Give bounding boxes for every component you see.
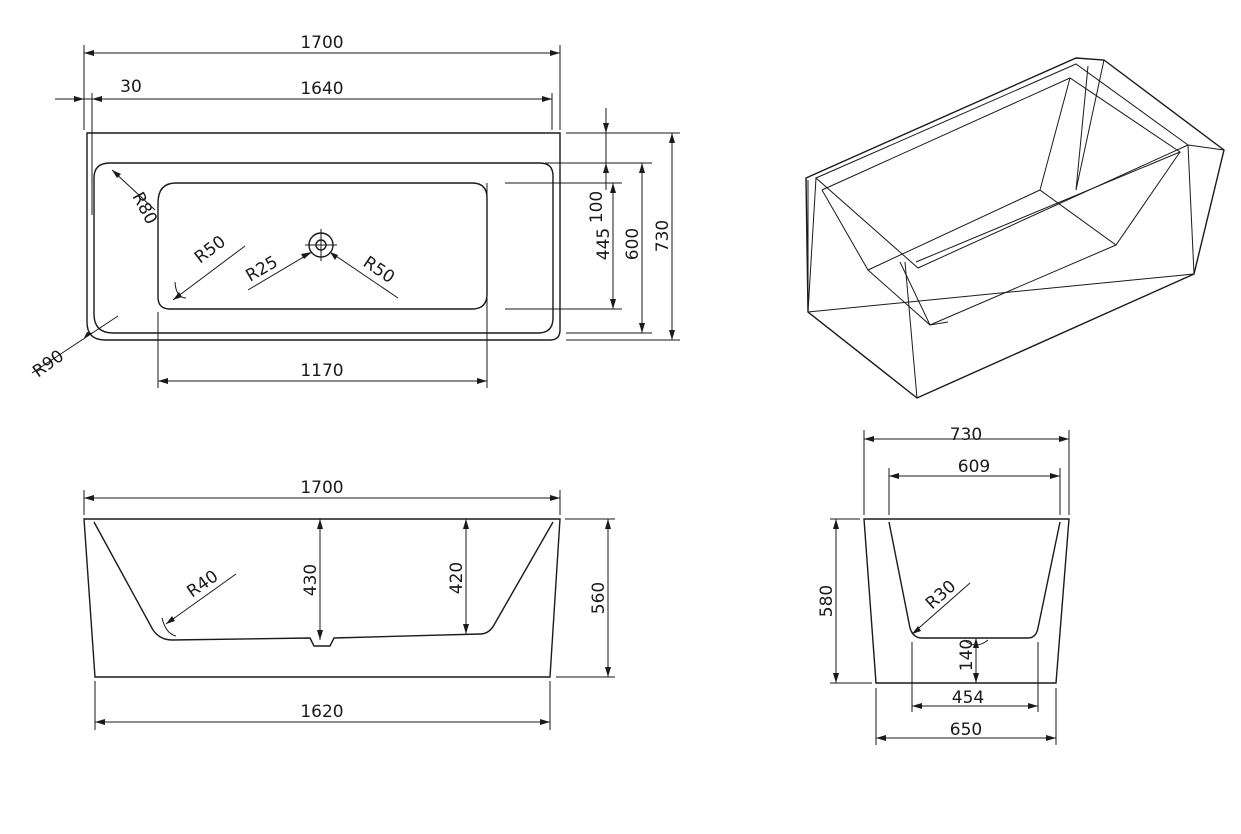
dim-height-side: 580 [817, 585, 837, 617]
isometric-view [805, 57, 1225, 399]
dim-length-inner: 1640 [300, 79, 343, 99]
top-view: 1700 30 1640 1170 100 445 600 [29, 33, 680, 388]
front-view-outline [83, 518, 561, 678]
front-view-basin [93, 521, 554, 647]
top-view-inner-edge [93, 162, 554, 334]
dim-length-total: 1700 [300, 33, 343, 53]
dim-base-offset: 140 [957, 639, 977, 671]
radius-corner-outer: R90 [29, 346, 68, 382]
dim-width-base: 650 [950, 720, 982, 740]
dim-depth-side: 420 [447, 562, 467, 594]
dim-width-total: 730 [653, 220, 673, 252]
dim-width-top: 730 [950, 425, 982, 445]
dim-length-base: 1620 [300, 702, 343, 722]
dim-length-top: 1700 [300, 478, 343, 498]
top-view-basin-floor [157, 182, 488, 310]
dim-rim-depth: 100 [587, 191, 607, 223]
side-view: 730 609 580 140 454 650 R30 [817, 425, 1070, 745]
side-view-basin [888, 521, 1061, 639]
radius-drain-right: R50 [359, 253, 398, 288]
top-view-outer-rim [86, 132, 561, 341]
side-view-outline [863, 518, 1070, 684]
dim-inner-width: 600 [623, 228, 643, 260]
radius-basin: R50 [191, 232, 230, 268]
radius-bottom-side: R30 [922, 576, 960, 613]
dim-floor-length: 1170 [300, 361, 343, 381]
dim-height-front: 560 [589, 582, 609, 614]
radius-corner-inner: R80 [128, 189, 161, 228]
front-view: 1700 430 420 560 1620 R40 [83, 478, 615, 730]
dim-inner-top: 609 [958, 457, 990, 477]
dim-rim: 30 [120, 77, 142, 97]
dim-floor-width: 445 [594, 228, 614, 260]
dim-depth-center: 430 [301, 564, 321, 596]
radius-bottom-front: R40 [183, 567, 222, 603]
dim-floor-width-side: 454 [952, 688, 984, 708]
